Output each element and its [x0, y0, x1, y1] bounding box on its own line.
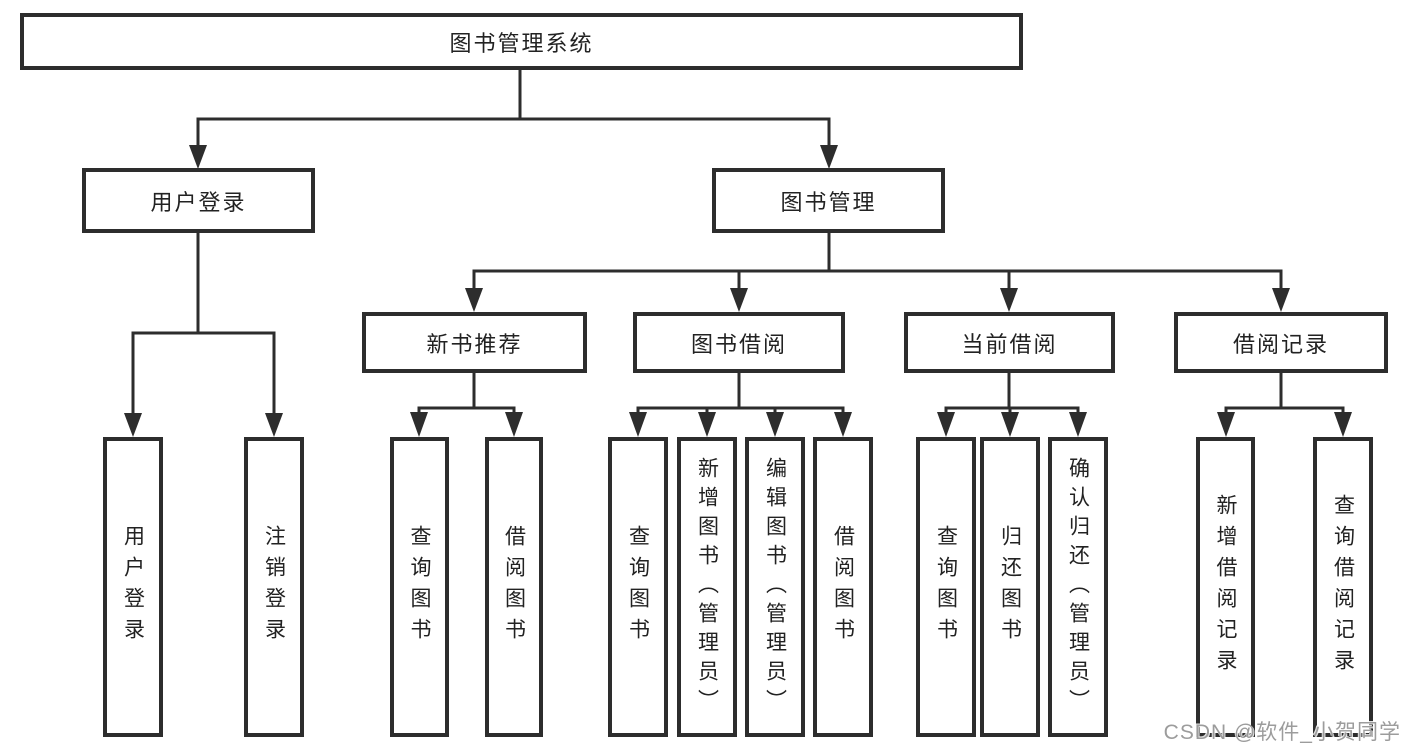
node-leaf-edit-books-admin: 编辑图书（管理员）: [745, 437, 805, 737]
node-label: 图书管理系统: [449, 30, 594, 56]
node-label: 图书借阅: [690, 331, 787, 357]
node-leaf-return-books: 归还图书: [980, 437, 1040, 737]
node-leaf-user-login: 用户登录: [103, 437, 163, 737]
node-new-book-recommend: 新书推荐: [362, 312, 587, 373]
node-leaf-query-borrow-record: 查询借阅记录: [1313, 437, 1373, 737]
node-user-login-branch: 用户登录: [82, 168, 315, 233]
node-label: 借阅图书: [831, 525, 855, 649]
connector-book-borrow-to-leaves: [629, 373, 852, 437]
node-book-borrow: 图书借阅: [633, 312, 845, 373]
connector-root-to-level2: [189, 70, 838, 169]
node-label: 用户登录: [121, 525, 145, 649]
node-leaf-query-books-borrow: 查询图书: [608, 437, 668, 737]
node-label: 新书推荐: [426, 331, 523, 357]
node-label: 确认归还（管理员）: [1066, 456, 1090, 718]
node-label: 新增图书（管理员）: [695, 456, 719, 718]
node-leaf-query-books-current: 查询图书: [916, 437, 976, 737]
node-label: 注销登录: [262, 525, 286, 649]
node-label: 当前借阅: [961, 331, 1058, 357]
node-label: 编辑图书（管理员）: [763, 456, 787, 718]
node-label: 借阅记录: [1232, 331, 1329, 357]
node-borrow-records: 借阅记录: [1174, 312, 1388, 373]
node-label: 查询图书: [934, 525, 958, 649]
connector-new-book-recommend-to-leaves: [410, 373, 523, 437]
node-leaf-borrow-books: 借阅图书: [813, 437, 873, 737]
node-label: 归还图书: [998, 525, 1022, 649]
node-leaf-add-books-admin: 新增图书（管理员）: [677, 437, 737, 737]
node-library-management-system: 图书管理系统: [20, 13, 1023, 70]
node-leaf-logout: 注销登录: [244, 437, 304, 737]
node-book-management-branch: 图书管理: [712, 168, 945, 233]
node-leaf-borrow-books-recommend: 借阅图书: [485, 437, 543, 737]
node-label: 图书管理: [780, 189, 877, 215]
node-label: 查询图书: [626, 525, 650, 649]
connector-book-management-to-level3: [465, 233, 1290, 312]
connector-borrow-records-to-leaves: [1217, 373, 1352, 437]
node-label: 新增借阅记录: [1214, 494, 1237, 680]
node-leaf-confirm-return-admin: 确认归还（管理员）: [1048, 437, 1108, 737]
node-label: 借阅图书: [502, 525, 526, 649]
node-label: 查询借阅记录: [1331, 494, 1355, 680]
node-current-borrow: 当前借阅: [904, 312, 1115, 373]
connector-current-borrow-to-leaves: [937, 373, 1087, 437]
node-label: 查询图书: [408, 525, 431, 649]
node-label: 用户登录: [150, 189, 247, 215]
node-leaf-query-books-recommend: 查询图书: [390, 437, 449, 737]
connector-user-login-to-leaves: [124, 233, 283, 437]
node-leaf-add-borrow-record: 新增借阅记录: [1196, 437, 1255, 737]
